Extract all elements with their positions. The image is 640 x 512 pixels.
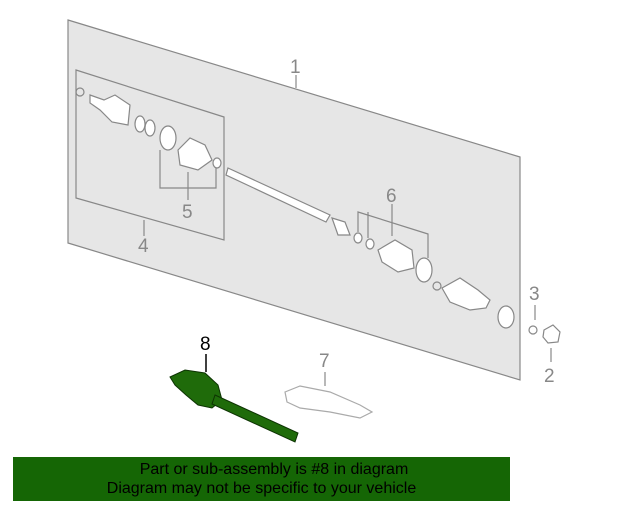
leader-lines <box>143 75 552 386</box>
part-8-half-shaft[interactable] <box>169 354 299 443</box>
callout-3[interactable]: 3 <box>529 284 540 305</box>
banner-line-part: Part or sub-assembly is #8 in diagram <box>139 461 409 478</box>
info-banner: Part or sub-assembly is #8 in diagram Di… <box>13 457 510 501</box>
callout-2[interactable]: 2 <box>544 366 555 387</box>
driveshaft-parts <box>75 87 561 419</box>
callout-4[interactable]: 4 <box>138 236 149 257</box>
callout-8[interactable]: 8 <box>200 334 211 355</box>
callout-6[interactable]: 6 <box>386 186 397 207</box>
banner-line-disclaimer: Diagram may not be specific to your vehi… <box>106 480 417 497</box>
callout-5[interactable]: 5 <box>182 202 193 223</box>
callout-7[interactable]: 7 <box>319 351 330 372</box>
callout-1[interactable]: 1 <box>290 57 301 78</box>
